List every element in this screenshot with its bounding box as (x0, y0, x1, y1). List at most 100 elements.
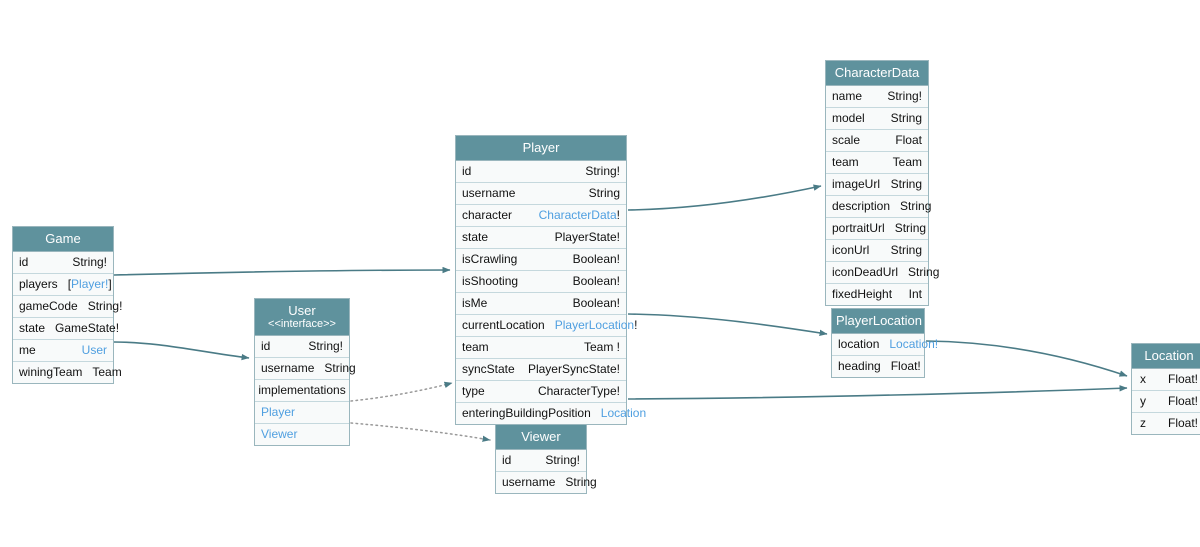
edge-playerloc-location-to-location (925, 340, 1128, 377)
field-name: username (502, 475, 556, 489)
field-playerloc-location[interactable]: location Location! (832, 334, 938, 356)
field-name: id (19, 255, 29, 269)
field-user-id[interactable]: id String! (255, 336, 349, 358)
field-chardata-imageurl[interactable]: imageUrl String (826, 174, 928, 196)
field-type-link[interactable]: Location! (889, 337, 939, 351)
field-chardata-name[interactable]: name String! (826, 86, 928, 108)
entity-characterdata[interactable]: CharacterData name String! model String … (825, 60, 939, 306)
field-name: enteringBuildingPosition (462, 406, 591, 420)
field-game-id[interactable]: id String! (13, 252, 113, 274)
field-name: team (462, 340, 489, 354)
field-chardata-model[interactable]: model String (826, 108, 928, 130)
field-game-winingteam[interactable]: winingTeam Team (13, 362, 122, 383)
field-user-username[interactable]: username String (255, 358, 356, 380)
field-player-iscrawling[interactable]: isCrawling Boolean! (456, 249, 626, 271)
field-type: Float (895, 133, 922, 147)
edge-user-player-impl (350, 381, 453, 402)
field-name: location (838, 337, 880, 351)
field-player-id[interactable]: id String! (456, 161, 626, 183)
field-chardata-team[interactable]: team Team (826, 152, 928, 174)
field-player-enteringbuildingposition[interactable]: enteringBuildingPosition Location (456, 403, 646, 424)
entity-player[interactable]: Player id String! username String charac… (455, 135, 646, 425)
field-chardata-scale[interactable]: scale Float (826, 130, 928, 152)
field-type: String (894, 221, 927, 235)
field-type-link[interactable]: User (81, 343, 107, 357)
field-type: PlayerLocation! (555, 319, 638, 332)
field-player-type[interactable]: type CharacterType! (456, 381, 626, 403)
user-implementation-viewer[interactable]: Viewer (255, 424, 349, 445)
field-name: id (261, 339, 271, 353)
field-location-x[interactable]: x Float! (1132, 369, 1200, 391)
field-chardata-iconurl[interactable]: iconUrl String (826, 240, 928, 262)
entity-user[interactable]: User <<interface>> id String! username S… (254, 298, 356, 446)
field-name: state (462, 230, 489, 244)
field-name: username (462, 186, 516, 200)
field-name: heading (838, 359, 881, 373)
field-player-isshooting[interactable]: isShooting Boolean! (456, 271, 626, 293)
field-type: String! (72, 255, 107, 269)
field-type-link[interactable]: CharacterData (538, 208, 617, 222)
field-name: iconUrl (832, 243, 870, 257)
field-game-gamecode[interactable]: gameCode String! (13, 296, 122, 318)
field-type: String (908, 265, 940, 279)
field-name: type (462, 384, 485, 398)
field-name: players (19, 277, 58, 291)
field-game-players[interactable]: players [Player!] (13, 274, 113, 296)
field-player-state[interactable]: state PlayerState! (456, 227, 626, 249)
field-playerloc-heading[interactable]: heading Float! (832, 356, 924, 377)
field-player-currentlocation[interactable]: currentLocation PlayerLocation! (456, 315, 637, 337)
field-type: PlayerState! (554, 230, 620, 244)
field-chardata-fixedheight[interactable]: fixedHeight Int (826, 284, 928, 305)
field-type: String (900, 199, 932, 213)
entity-location-title: Location (1132, 344, 1200, 369)
field-type-link[interactable]: Location (600, 406, 647, 420)
field-location-z[interactable]: z Float! (1132, 413, 1200, 434)
field-type: Team ! (583, 340, 620, 354)
field-type: [Player!] (67, 277, 112, 291)
field-type: Boolean! (572, 274, 620, 288)
field-type: String! (887, 89, 922, 103)
entity-game[interactable]: Game id String! players [Player!] gameCo… (12, 226, 122, 384)
edge-game-me-to-user (113, 341, 250, 361)
field-player-username[interactable]: username String (456, 183, 626, 205)
field-player-isme[interactable]: isMe Boolean! (456, 293, 626, 315)
field-player-syncstate[interactable]: syncState PlayerSyncState! (456, 359, 626, 381)
field-chardata-portraiturl[interactable]: portraitUrl String (826, 218, 928, 240)
field-type: PlayerSyncState! (527, 362, 620, 376)
field-chardata-icondeadurl[interactable]: iconDeadUrl String (826, 262, 939, 284)
entity-viewer[interactable]: Viewer id String! username String (495, 424, 597, 494)
field-type-link[interactable]: PlayerLocation (554, 318, 635, 332)
edge-game-players-to-player (113, 266, 451, 276)
entity-game-title: Game (13, 227, 113, 252)
field-viewer-username[interactable]: username String (496, 472, 597, 493)
entity-viewer-title: Viewer (496, 425, 586, 450)
field-name: id (462, 164, 472, 178)
field-name: model (832, 111, 865, 125)
field-type: Boolean! (572, 252, 620, 266)
field-location-y[interactable]: y Float! (1132, 391, 1200, 413)
field-type-link[interactable]: Player! (71, 277, 109, 291)
field-name: z (1140, 416, 1146, 430)
field-chardata-description[interactable]: description String (826, 196, 932, 218)
field-type: String (324, 361, 356, 375)
field-type: String (565, 475, 597, 489)
edge-player-enteringbuilding-to-location (627, 385, 1128, 400)
implementation-name[interactable]: Viewer (261, 427, 298, 441)
field-game-me[interactable]: me User (13, 340, 113, 362)
section-label: implementations (258, 383, 346, 397)
implementation-name[interactable]: Player (261, 405, 296, 419)
field-type-suffix: ! (634, 318, 638, 332)
entity-playerlocation[interactable]: PlayerLocation location Location! headin… (831, 308, 938, 378)
field-game-state[interactable]: state GameState! (13, 318, 120, 340)
field-player-character[interactable]: character CharacterData! (456, 205, 626, 227)
user-implementation-player[interactable]: Player (255, 402, 349, 424)
field-type: Team (892, 155, 922, 169)
field-player-team[interactable]: team Team ! (456, 337, 626, 359)
field-name: gameCode (19, 299, 78, 313)
field-type: String (890, 243, 922, 257)
field-type: GameState! (55, 321, 120, 335)
entity-location[interactable]: Location x Float! y Float! z Float! (1131, 343, 1200, 435)
field-viewer-id[interactable]: id String! (496, 450, 586, 472)
field-type-suffix: ! (616, 208, 620, 222)
field-name: me (19, 343, 36, 357)
